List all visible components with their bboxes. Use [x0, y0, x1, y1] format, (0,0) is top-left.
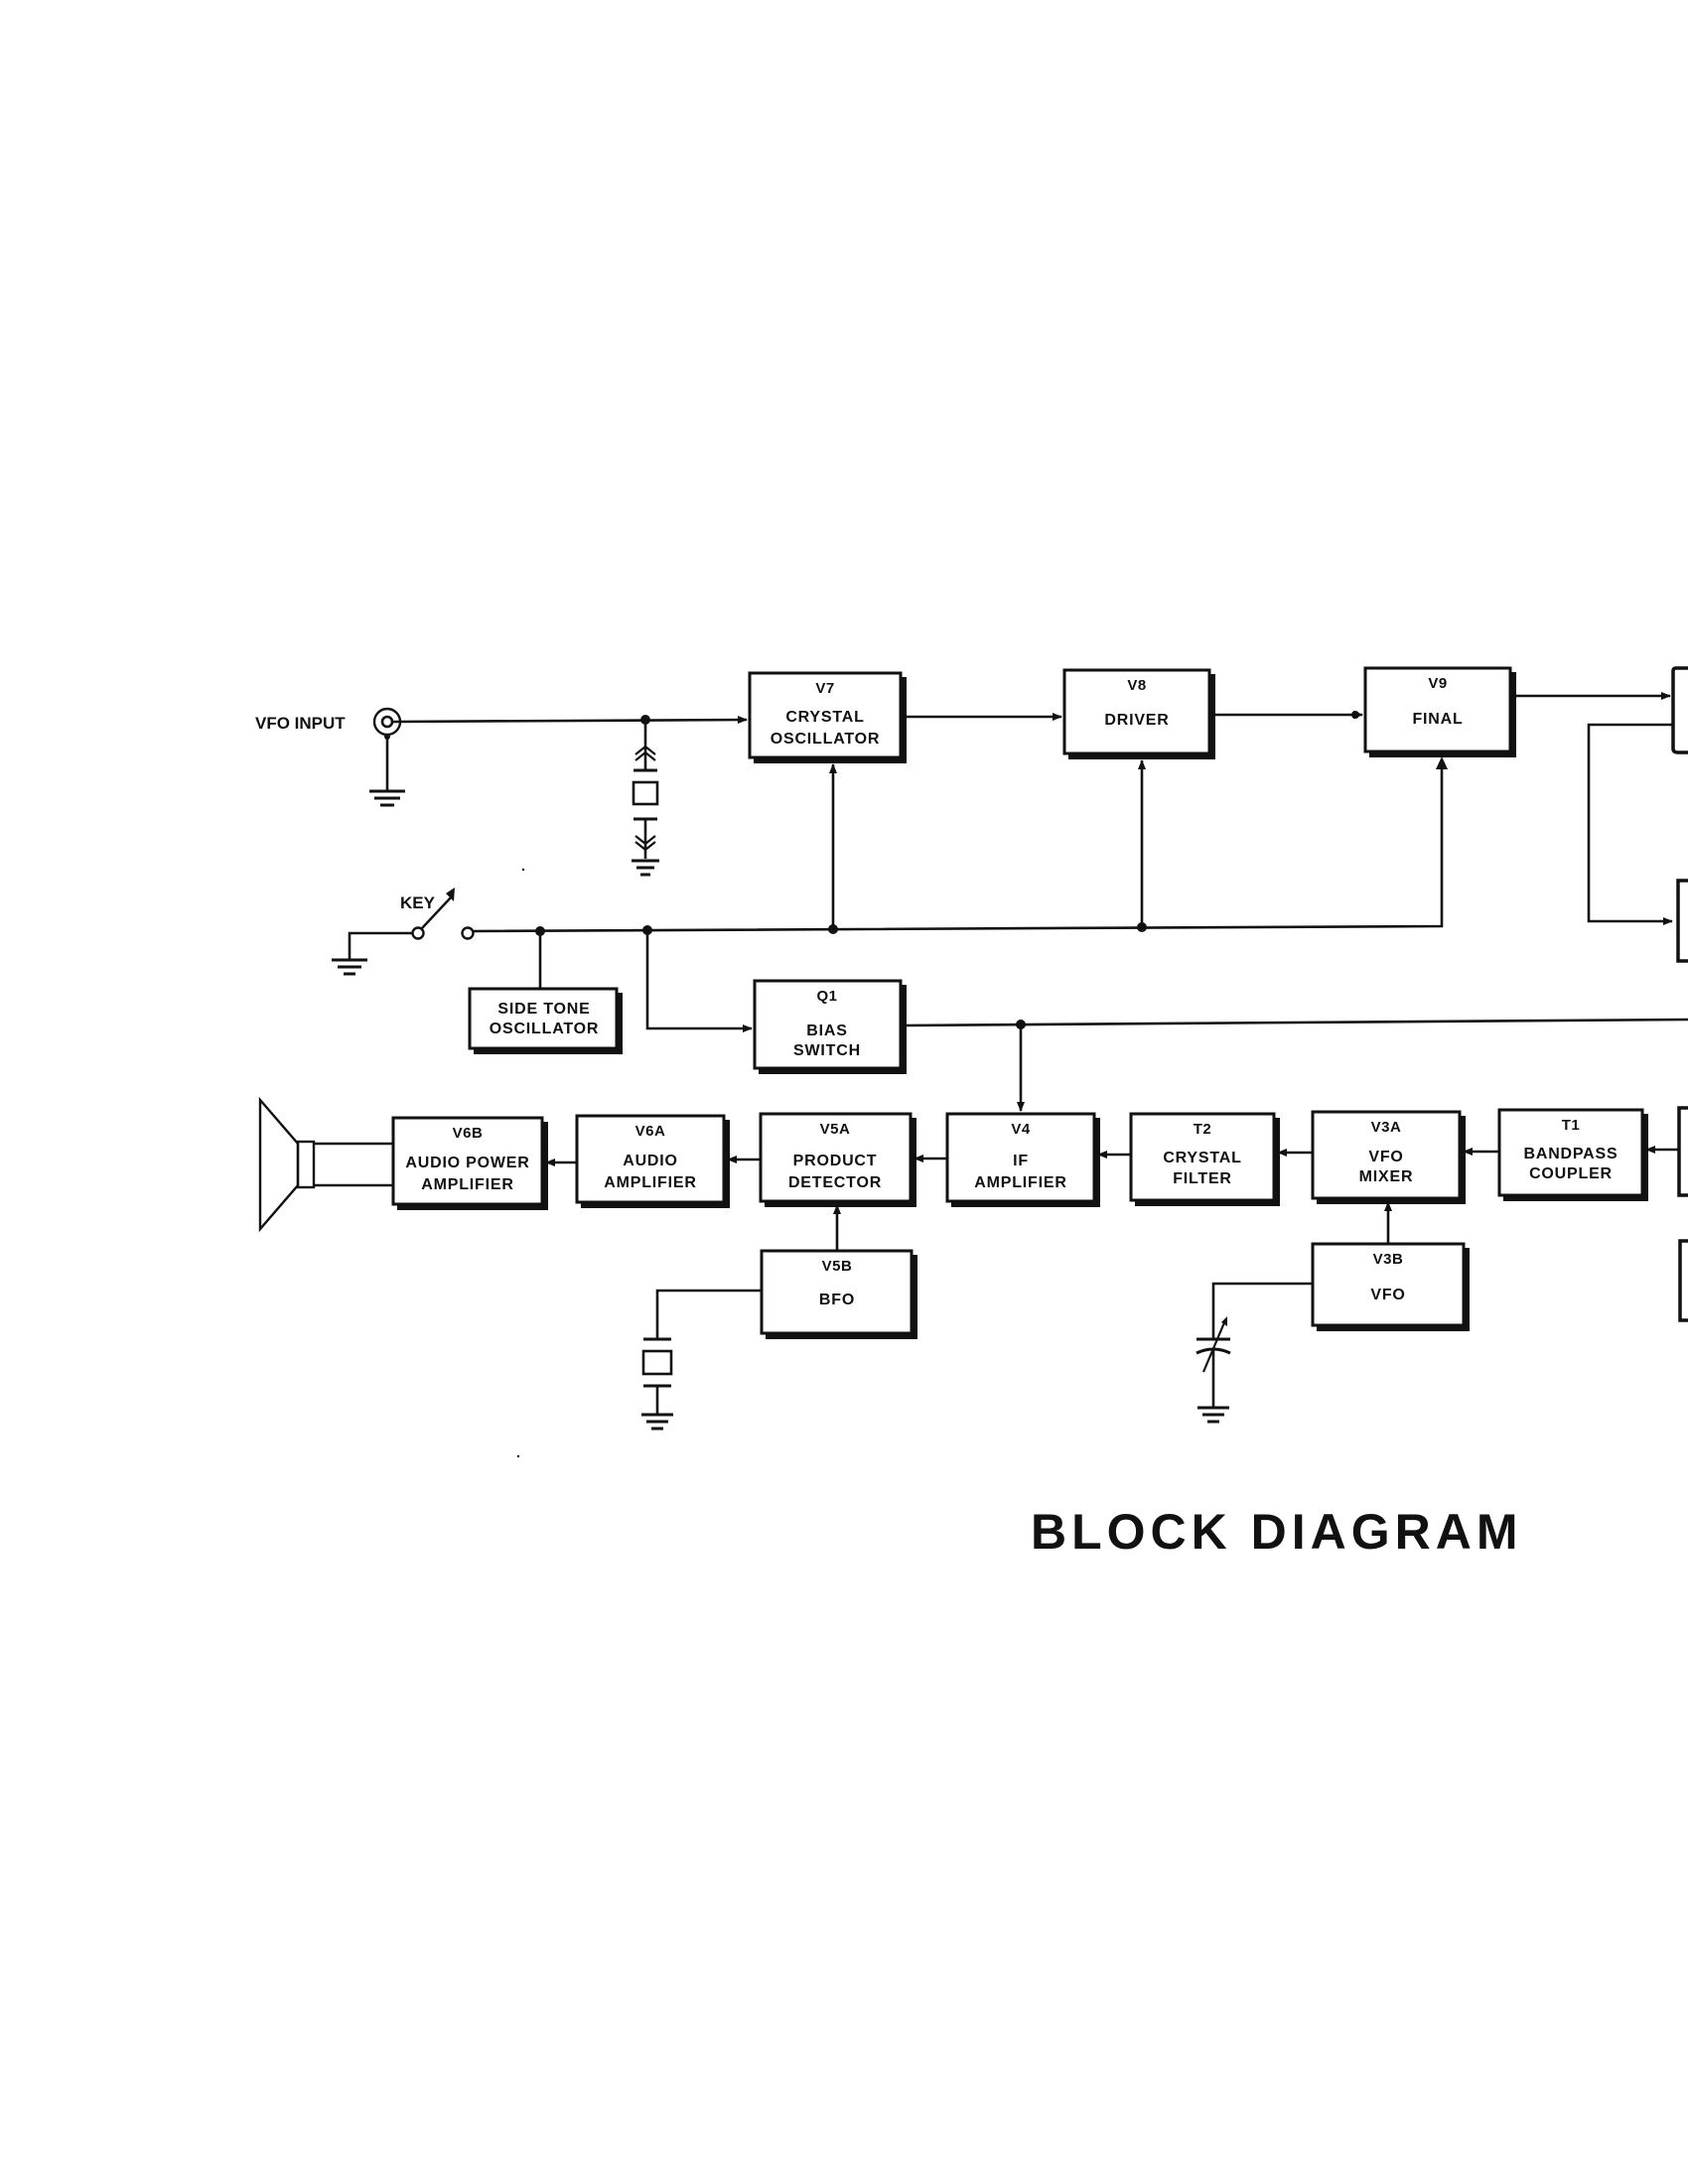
block-v7-crystal-oscillator: V7 CRYSTAL OSCILLATOR: [748, 671, 907, 763]
key-switch[interactable]: KEY: [332, 887, 475, 976]
block-function-label: BIAS: [806, 1023, 847, 1039]
wire-bias-line: [902, 1018, 1688, 1027]
block-function-label: BANDPASS: [1523, 1146, 1618, 1162]
block-v6a-audio-amplifier: V6A AUDIO AMPLIFIER: [575, 1114, 730, 1208]
vfo-input-connector: VFO INPUT: [255, 707, 405, 807]
block-tube-label: V3B: [1373, 1251, 1404, 1268]
block-function-label: OSCILLATOR: [490, 1021, 600, 1037]
ground-icon: [369, 789, 405, 807]
block-function-label: COUPLER: [1529, 1165, 1613, 1182]
junction-dot: [828, 924, 838, 934]
key-label: KEY: [400, 893, 436, 912]
block-function-label: MIXER: [1359, 1168, 1414, 1185]
block-v8-driver: V8 DRIVER: [1062, 668, 1215, 759]
block-v6b-audio-power-amplifier: V6B AUDIO POWER AMPLIFIER: [391, 1116, 548, 1210]
block-function-label: VFO: [1368, 1149, 1403, 1165]
block-tube-label: T1: [1562, 1117, 1581, 1134]
block-function-label: AMPLIFIER: [604, 1174, 696, 1191]
block-tube-label: V4: [1011, 1121, 1031, 1138]
print-speck: [516, 1454, 520, 1458]
diagram-title: BLOCK DIAGRAM: [1031, 1504, 1523, 1560]
block-function-label: AMPLIFIER: [974, 1174, 1066, 1191]
block-v3b-vfo: V3B VFO: [1311, 1242, 1470, 1331]
offpage-block-rx: [1677, 1106, 1688, 1197]
block-tube-label: V7: [815, 680, 834, 697]
block-function-label: CRYSTAL: [1163, 1150, 1241, 1166]
block-function-label: BFO: [819, 1292, 855, 1308]
block-tube-label: V5A: [820, 1121, 851, 1138]
block-tube-label: V9: [1428, 675, 1447, 692]
block-function-label: DRIVER: [1104, 712, 1169, 729]
block-function-label: IF: [1013, 1153, 1029, 1169]
block-function-label: OSCILLATOR: [771, 731, 881, 748]
block-t1-bandpass-coupler: T1 BANDPASS COUPLER: [1497, 1108, 1648, 1201]
block-v9-final: V9 FINAL: [1363, 666, 1516, 757]
block-tube-label: Q1: [816, 988, 837, 1005]
block-function-label: CRYSTAL: [785, 709, 864, 726]
block-function-label: AUDIO POWER: [405, 1155, 529, 1171]
block-tube-label: T2: [1194, 1121, 1212, 1138]
block-function-label: AMPLIFIER: [421, 1176, 513, 1193]
crystal-icon: [632, 720, 659, 877]
block-tube-label: V8: [1127, 677, 1146, 694]
wire-key-to-q1: [645, 930, 753, 1032]
block-t2-crystal-filter: T2 CRYSTAL FILTER: [1129, 1112, 1280, 1206]
speaker-icon: [258, 1096, 393, 1233]
block-function-label: FILTER: [1173, 1170, 1232, 1187]
offpage-block-upper: [1671, 666, 1688, 754]
block-function-label: PRODUCT: [793, 1153, 878, 1169]
vfo-input-label: VFO INPUT: [255, 714, 346, 733]
block-side-tone-oscillator: SIDE TONE OSCILLATOR: [468, 987, 623, 1054]
wire-offpage-loop: [1587, 723, 1673, 925]
block-tube-label: V6B: [453, 1125, 484, 1142]
block-tube-label: V5B: [822, 1258, 853, 1275]
ground-icon: [332, 958, 367, 976]
variable-capacitor-icon: [1196, 1282, 1313, 1424]
block-tube-label: V3A: [1371, 1119, 1402, 1136]
block-v4-if-amplifier: V4 IF AMPLIFIER: [945, 1112, 1100, 1207]
block-function-label: AUDIO: [623, 1153, 678, 1169]
offpage-block-lower: [1676, 879, 1688, 963]
wire-vfo-to-v7: [391, 716, 748, 725]
block-function-label: SWITCH: [793, 1042, 861, 1059]
block-function-label: SIDE TONE: [497, 1001, 590, 1018]
block-function-label: FINAL: [1412, 711, 1463, 728]
junction-dot: [1351, 711, 1359, 719]
block-function-label: DETECTOR: [788, 1174, 882, 1191]
wire-key-bus: [472, 759, 1444, 933]
junction-dot: [1137, 922, 1147, 932]
offpage-block-rx-lower: [1678, 1239, 1688, 1322]
block-q1-bias-switch: Q1 BIAS SWITCH: [753, 979, 907, 1074]
block-v5b-bfo: V5B BFO: [760, 1249, 917, 1339]
block-tube-label: V6A: [635, 1123, 666, 1140]
block-function-label: VFO: [1370, 1287, 1405, 1303]
crystal-icon: [641, 1289, 762, 1431]
print-speck: [521, 868, 525, 872]
block-v5a-product-detector: V5A PRODUCT DETECTOR: [759, 1112, 916, 1207]
block-v3a-vfo-mixer: V3A VFO MIXER: [1311, 1110, 1466, 1204]
